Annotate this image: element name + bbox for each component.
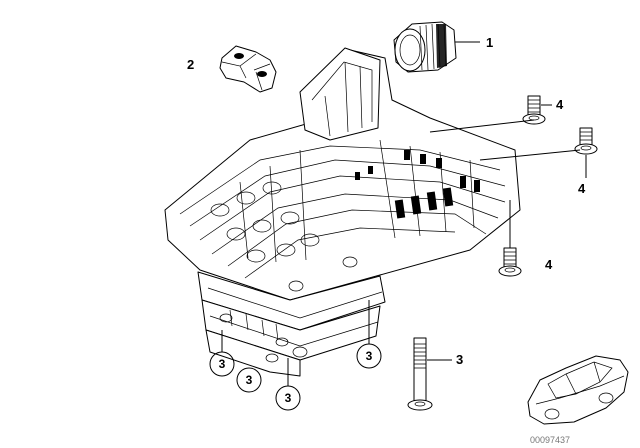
reference-number: 00097437 xyxy=(530,435,570,445)
circled-callout-label: 3 xyxy=(246,373,253,387)
circled-callout: 3 xyxy=(209,351,235,377)
bracket-part xyxy=(219,45,277,93)
circled-callout-label: 3 xyxy=(366,349,373,363)
vehicle-thumbnail-icon xyxy=(527,355,629,425)
circled-callout: 3 xyxy=(275,385,301,411)
callout-label: 4 xyxy=(556,97,564,112)
circled-callout: 3 xyxy=(356,343,382,369)
valve-body-assembly xyxy=(164,47,521,377)
bolt-top-right-part xyxy=(574,127,598,155)
circled-callout: 3 xyxy=(236,367,262,393)
connector-plug-part xyxy=(393,21,457,73)
circled-callout-label: 3 xyxy=(219,357,226,371)
callout-label: 1 xyxy=(486,35,493,50)
callout-label: 3 xyxy=(456,352,463,367)
long-bolt-part xyxy=(407,337,433,411)
leader-lines xyxy=(221,41,587,386)
circled-callout-label: 3 xyxy=(285,391,292,405)
bolt-top-left-part xyxy=(522,95,546,125)
bolt-bottom-part xyxy=(498,247,522,277)
callout-label: 4 xyxy=(545,257,553,272)
callout-label: 2 xyxy=(187,57,194,72)
callout-label: 4 xyxy=(578,181,586,196)
